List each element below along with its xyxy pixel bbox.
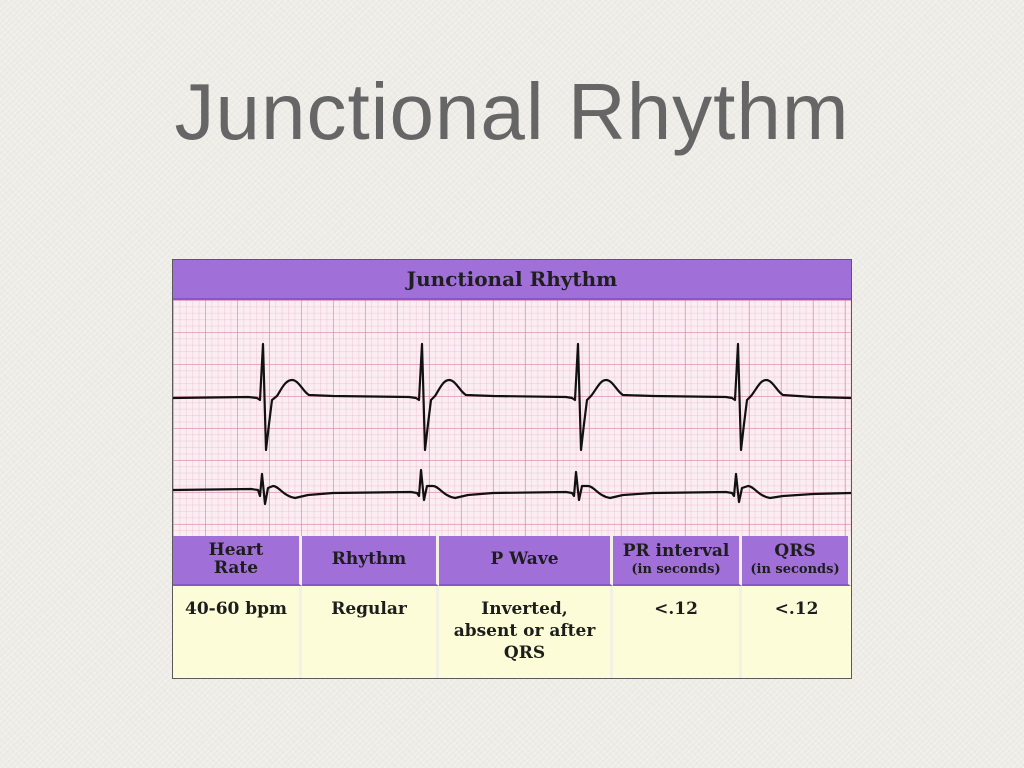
cell-rhythm: Regular	[302, 586, 439, 678]
ecg-traces	[173, 342, 851, 506]
ecg-strip	[173, 300, 851, 536]
header-heart-rate: Heart Rate	[173, 536, 302, 586]
header-rhythm-label: Rhythm	[331, 549, 407, 570]
slide-title: Junctional Rhythm	[174, 67, 850, 156]
cell-heart-rate: 40-60 bpm	[173, 586, 302, 678]
ecg-trace-upper	[173, 342, 851, 452]
cell-pr-interval: <.12	[613, 586, 742, 678]
header-pr-interval: PR interval (in seconds)	[613, 536, 742, 586]
header-p-wave: P Wave	[439, 536, 613, 586]
ecg-figure: Junctional Rhythm Heart Rate Rhythm P Wa…	[172, 259, 852, 679]
cell-qrs: <.12	[742, 586, 851, 678]
header-qrs: QRS (in seconds)	[742, 536, 851, 586]
figure-header: Junctional Rhythm	[173, 260, 851, 300]
cell-p-wave: Inverted, absent or after QRS	[439, 586, 613, 678]
header-pr-interval-unit: (in seconds)	[631, 562, 721, 578]
rhythm-table: Heart Rate Rhythm P Wave PR interval (in…	[173, 536, 851, 678]
header-qrs-label: QRS	[774, 541, 816, 562]
header-rhythm: Rhythm	[302, 536, 439, 586]
header-pr-interval-label: PR interval	[622, 541, 730, 562]
ecg-trace-lower	[173, 468, 851, 506]
header-qrs-unit: (in seconds)	[750, 562, 840, 578]
header-p-wave-label: P Wave	[490, 549, 559, 570]
header-heart-rate-label: Heart Rate	[208, 540, 264, 578]
